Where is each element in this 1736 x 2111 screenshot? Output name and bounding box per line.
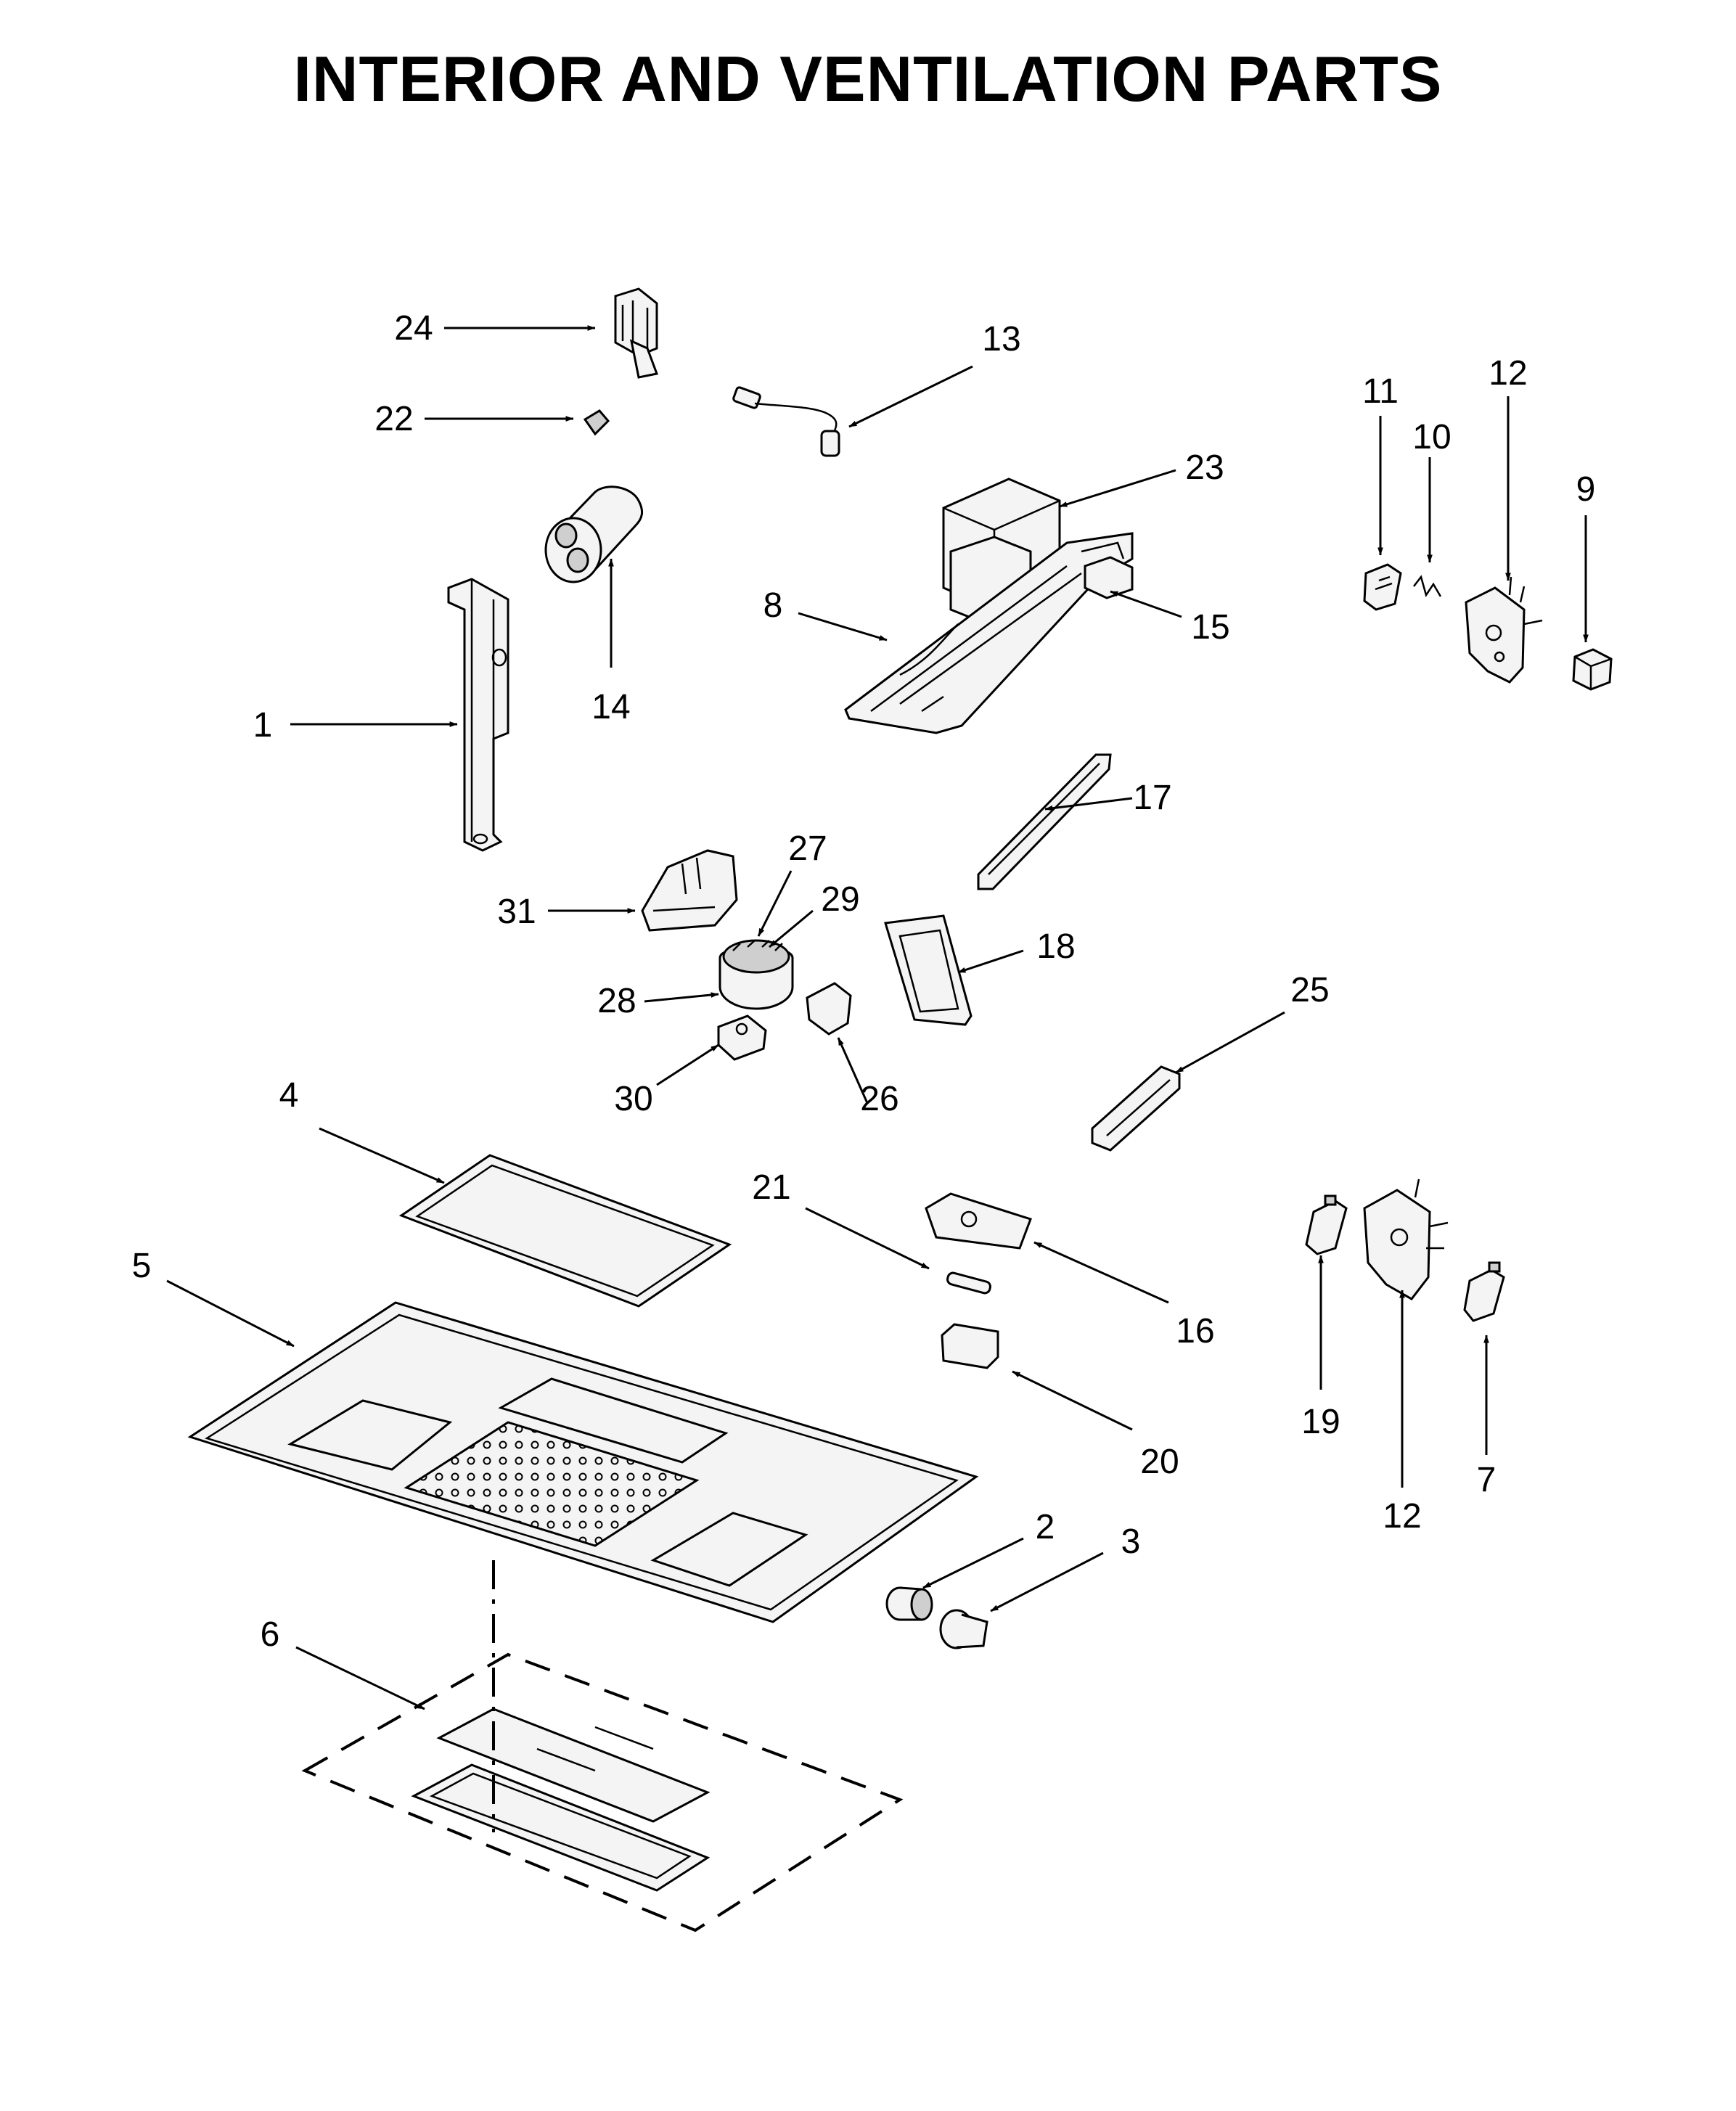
callout-12-lower: 12 [1383, 1497, 1421, 1536]
part-7-switch [1463, 1261, 1505, 1322]
part-4-cover [398, 1154, 732, 1308]
part-11-switch [1363, 563, 1402, 611]
callout-29: 29 [821, 880, 859, 919]
page-title: INTERIOR AND VENTILATION PARTS [293, 43, 1443, 115]
part-12-latch-lower [1363, 1179, 1449, 1300]
part-6-filter-assembly [301, 1652, 904, 1932]
callout-19: 19 [1301, 1403, 1340, 1441]
part-21-fuse [946, 1271, 991, 1295]
part-19-switch [1305, 1194, 1348, 1255]
callout-26: 26 [860, 1080, 898, 1118]
callout-9: 9 [1576, 470, 1596, 509]
part-13-wire-harness [732, 386, 840, 457]
callout-27: 27 [788, 829, 827, 868]
part-26-clip [806, 982, 852, 1036]
part-16-plate [925, 1192, 1032, 1250]
part-1-bracket [447, 578, 509, 852]
part-25-sensor-bar [1091, 1065, 1181, 1152]
callout-4: 4 [279, 1076, 299, 1115]
callout-16: 16 [1176, 1312, 1214, 1350]
callout-20: 20 [1140, 1443, 1179, 1481]
callout-3: 3 [1121, 1522, 1141, 1561]
part-10-spring [1413, 575, 1442, 597]
part-20-holder [941, 1323, 999, 1369]
part-22-clip [583, 409, 610, 436]
part-18-frame [884, 914, 973, 1026]
callout-31: 31 [497, 893, 536, 931]
callout-18: 18 [1036, 927, 1075, 966]
callout-25: 25 [1290, 971, 1329, 1009]
callout-1: 1 [253, 706, 273, 745]
callout-15: 15 [1191, 608, 1229, 647]
part-12-latch-upper [1465, 576, 1543, 684]
callout-24: 24 [394, 309, 433, 348]
part-3-lamp [939, 1609, 988, 1649]
part-28-motor [718, 939, 794, 1010]
callout-6: 6 [261, 1615, 280, 1654]
part-5-cavity-plate [187, 1301, 979, 1623]
part-17-rail [977, 753, 1112, 890]
part-2-lamp-socket [885, 1586, 933, 1621]
callout-14: 14 [591, 688, 630, 726]
callout-21: 21 [752, 1168, 790, 1207]
leader-lines [166, 325, 1589, 1710]
callout-22: 22 [374, 400, 413, 438]
callout-10: 10 [1412, 418, 1451, 456]
part-14-capacitor [544, 485, 644, 583]
callout-5: 5 [132, 1247, 152, 1285]
callout-8: 8 [763, 586, 783, 625]
callout-11: 11 [1362, 372, 1399, 411]
callout-30: 30 [614, 1080, 652, 1118]
callout-28: 28 [597, 982, 636, 1020]
part-30-bracket [717, 1014, 767, 1061]
callout-12-upper: 12 [1489, 354, 1527, 393]
part-9-block [1572, 648, 1613, 691]
part-15-diode [1084, 556, 1134, 599]
callout-13: 13 [982, 320, 1020, 358]
part-24-relay [614, 287, 659, 379]
callout-labels: 24 22 13 23 14 8 15 1 11 10 12 9 17 27 2… [132, 309, 1596, 1654]
callout-7: 7 [1477, 1461, 1497, 1499]
callout-23: 23 [1185, 448, 1224, 487]
callout-17: 17 [1133, 779, 1171, 817]
part-31-damper-housing [641, 849, 738, 932]
callout-2: 2 [1036, 1508, 1055, 1546]
